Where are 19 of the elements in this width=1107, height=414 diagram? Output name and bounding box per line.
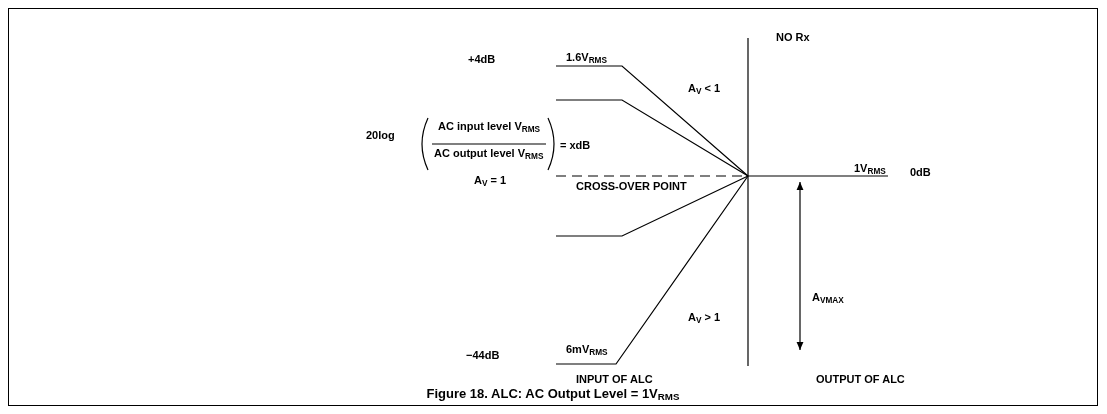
figure-caption: Figure 18. ALC: AC Output Level = 1V$_{RMS}$ [426, 385, 680, 404]
gain-label: A$_{V}$ > 1 [688, 310, 721, 324]
voltage-label: 6mV$_{RMS}$ [566, 342, 608, 356]
formula-text: 20log [366, 128, 395, 142]
level-label: +4dB [468, 52, 496, 66]
gain-label: A$_{V}$ = 1 [474, 173, 507, 187]
voltage-label: 1V$_{RMS}$ [854, 161, 886, 175]
level-label: −44dB [466, 348, 500, 362]
axis-label: INPUT OF ALC [576, 372, 653, 386]
gain-label: A$_{VMAX}$ [812, 290, 844, 304]
point-label: CROSS-OVER POINT [576, 179, 687, 193]
gain-label: A$_{V}$ < 1 [688, 81, 721, 95]
formula-numerator: AC input level V$_{RMS}$ [438, 119, 541, 133]
formula-denominator: AC output level V$_{RMS}$ [434, 146, 544, 160]
voltage-label: 1.6V$_{RMS}$ [566, 50, 607, 64]
axis-label: OUTPUT OF ALC [816, 372, 905, 386]
level-label: 0dB [910, 165, 931, 179]
formula-text: = xdB [560, 138, 591, 152]
axis-label: NO Rx [776, 30, 810, 44]
